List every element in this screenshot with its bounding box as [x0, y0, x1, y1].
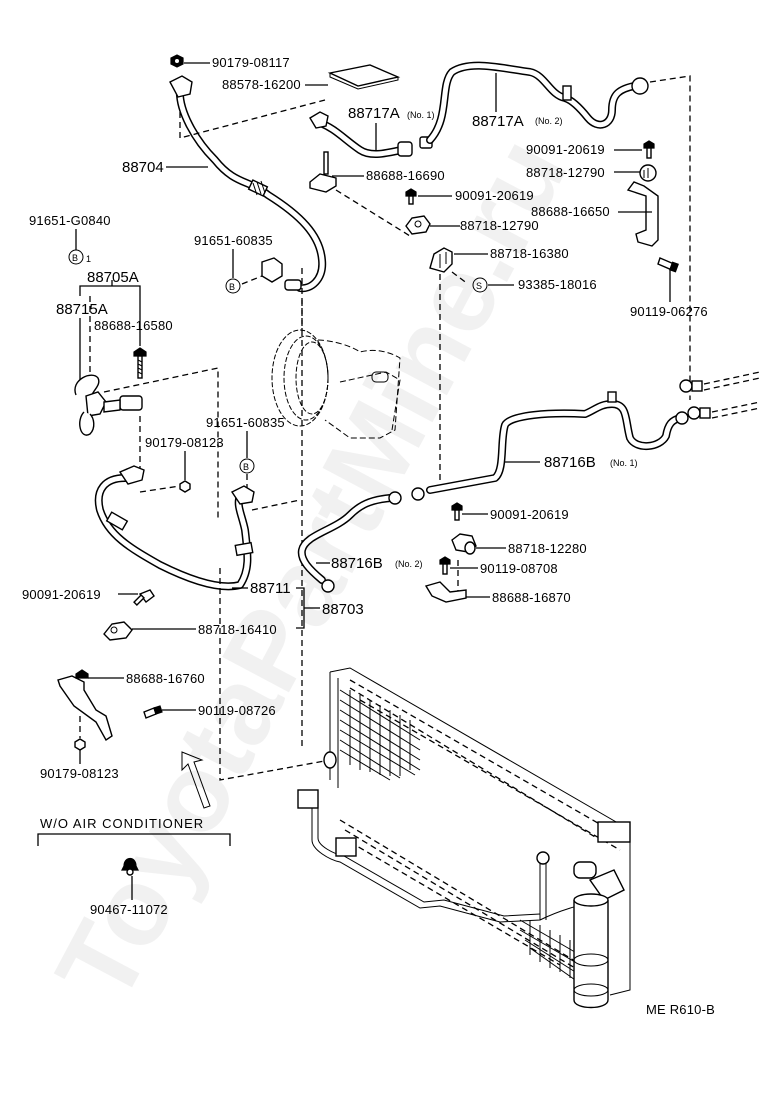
label-90091-20619-a[interactable]: 90091-20619: [526, 142, 605, 157]
symbol-b-suffix: 1: [86, 254, 91, 264]
section-bracket: [37, 833, 231, 846]
symbol-b-text: B: [229, 282, 235, 292]
dashed-guide: [219, 568, 331, 781]
label-88704[interactable]: 88704: [122, 159, 164, 176]
grommet-90467-11072[interactable]: [121, 857, 139, 876]
label-88718-12280[interactable]: 88718-12280: [508, 541, 587, 556]
label-88718-12790-a[interactable]: 88718-12790: [526, 165, 605, 180]
label-90179-08117[interactable]: 90179-08117: [212, 55, 290, 70]
label-90119-08708[interactable]: 90119-08708: [480, 561, 558, 576]
pipe-88716B-no2[interactable]: [297, 487, 425, 593]
dashed-guide: [179, 99, 326, 139]
label-88718-12790-b[interactable]: 88718-12790: [460, 218, 539, 233]
label-91651-60835-b[interactable]: 91651-60835: [206, 415, 285, 430]
label-88717A-no1-note: (No. 1): [407, 110, 435, 120]
dashed-guide: [649, 75, 691, 400]
symbol-b-3: B: [239, 458, 255, 474]
bracket-88688-16760[interactable]: [57, 669, 113, 742]
bolt-90091-20619-d[interactable]: [133, 589, 155, 606]
pipe-88717A-no1[interactable]: [309, 111, 433, 159]
symbol-b-2: B: [225, 278, 241, 294]
diagram-code: ME R610-B: [646, 1002, 715, 1017]
label-88688-16690[interactable]: 88688-16690: [366, 168, 445, 183]
label-88705A[interactable]: 88705A: [87, 269, 139, 286]
bracket-leader: [79, 285, 141, 296]
label-90091-20619-b[interactable]: 90091-20619: [455, 188, 534, 203]
clamp-88718-12790-a[interactable]: [639, 164, 657, 182]
label-88688-16650[interactable]: 88688-16650: [531, 204, 610, 219]
nut-90179-08123-b[interactable]: [74, 738, 86, 751]
pipe-88717A-no2[interactable]: [426, 61, 649, 144]
screw-88688-16580[interactable]: [133, 347, 147, 379]
fitting-right-ends: [679, 379, 711, 420]
label-88716B-no2[interactable]: 88716B: [331, 555, 383, 572]
dashed-guide: [241, 275, 263, 285]
label-88688-16870[interactable]: 88688-16870: [492, 590, 571, 605]
section-label-without-ac: W/O AIR CONDITIONER: [40, 816, 204, 831]
bolt-90119-08708[interactable]: [439, 556, 451, 575]
label-88715A[interactable]: 88715A: [56, 301, 108, 318]
label-88716B-no1-note: (No. 1): [610, 458, 638, 468]
bracket-88688-16870[interactable]: [424, 581, 467, 603]
valve-88715A[interactable]: [74, 374, 143, 436]
bolt-90091-20619-c[interactable]: [451, 502, 463, 521]
clamp-88718-16380[interactable]: [429, 247, 453, 273]
compressor: [271, 329, 401, 439]
pad-88578-16200[interactable]: [327, 64, 401, 90]
label-88703[interactable]: 88703: [322, 601, 364, 618]
dashed-guide: [451, 271, 469, 285]
hose-88711[interactable]: [94, 465, 255, 591]
nut-90179-08117[interactable]: [170, 54, 184, 68]
fitting-block: [261, 257, 302, 291]
label-93385-18016[interactable]: 93385-18016: [518, 277, 597, 292]
condenser-fins: [339, 689, 581, 983]
label-90119-08726[interactable]: 90119-08726: [198, 703, 276, 718]
label-88718-16380[interactable]: 88718-16380: [490, 246, 569, 261]
bolt-90091-20619-a[interactable]: [643, 140, 655, 159]
dashed-guide: [335, 189, 411, 237]
bracket-88688-16650[interactable]: [626, 181, 659, 247]
label-88688-16580[interactable]: 88688-16580: [94, 318, 173, 333]
bolt-90119-06276[interactable]: [657, 257, 679, 273]
nut-90179-08123-a[interactable]: [179, 480, 191, 493]
hose-88704[interactable]: [169, 75, 327, 293]
clamp-88718-12790-b[interactable]: [405, 215, 431, 235]
symbol-b-text: B: [72, 253, 78, 263]
dashed-guide: [251, 499, 301, 511]
arrow-pointer-icon: [181, 751, 211, 809]
label-90179-08123-b[interactable]: 90179-08123: [40, 766, 119, 781]
dashed-guide: [139, 485, 181, 493]
dashed-guide: [703, 371, 760, 419]
label-88717A-no2-note: (No. 2): [535, 116, 563, 126]
label-88578-16200[interactable]: 88578-16200: [222, 77, 301, 92]
label-90467-11072[interactable]: 90467-11072: [90, 902, 168, 917]
label-90091-20619-d[interactable]: 90091-20619: [22, 587, 101, 602]
clamp-88718-16410[interactable]: [103, 621, 133, 641]
symbol-b-1: B 1: [68, 249, 91, 265]
condenser-assembly: [297, 667, 631, 1009]
symbol-s: S: [472, 277, 488, 293]
label-90091-20619-c[interactable]: 90091-20619: [490, 507, 569, 522]
label-88717A-no1[interactable]: 88717A: [348, 105, 400, 122]
label-88718-16410[interactable]: 88718-16410: [198, 622, 277, 637]
bracket-88688-16690[interactable]: [309, 151, 337, 193]
symbol-b-text: B: [243, 462, 249, 472]
pipe-88716B-no1[interactable]: [426, 391, 689, 494]
label-88716B-no1[interactable]: 88716B: [544, 454, 596, 471]
label-88717A-no2[interactable]: 88717A: [472, 113, 524, 130]
label-91651-G0840[interactable]: 91651-G0840: [29, 213, 111, 228]
label-90119-06276[interactable]: 90119-06276: [630, 304, 708, 319]
label-91651-60835-a[interactable]: 91651-60835: [194, 233, 273, 248]
clamp-88718-12280[interactable]: [451, 533, 477, 555]
receiver-drier: [573, 893, 609, 1009]
label-88688-16760[interactable]: 88688-16760: [126, 671, 205, 686]
label-88716B-no2-note: (No. 2): [395, 559, 423, 569]
label-88711[interactable]: 88711: [250, 580, 291, 597]
label-90179-08123-a[interactable]: 90179-08123: [145, 435, 224, 450]
symbol-s-text: S: [476, 281, 482, 291]
bolt-90091-20619-b[interactable]: [405, 188, 417, 205]
bolt-90119-08726[interactable]: [143, 705, 163, 719]
